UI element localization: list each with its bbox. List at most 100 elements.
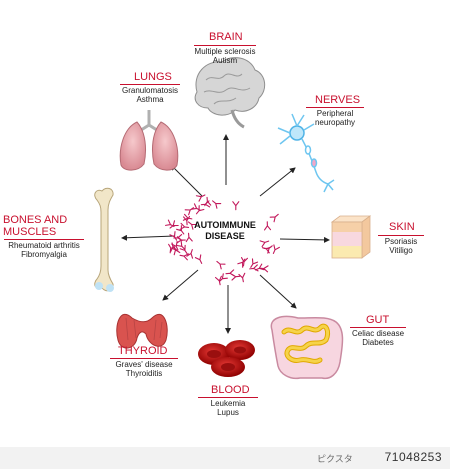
brain-title: BRAIN xyxy=(209,31,243,43)
lungs-line-2: Asthma xyxy=(136,95,164,104)
antibody-icon xyxy=(232,201,240,211)
bones-description: Rheumatoid arthritis Fibromyalgia xyxy=(2,241,86,259)
antibody-icon xyxy=(169,231,178,241)
red-blood-cells-illustration xyxy=(198,340,255,377)
bones-rule xyxy=(4,239,84,240)
antibody-icon xyxy=(191,203,201,211)
lungs-title: LUNGS xyxy=(134,71,172,83)
thyroid-illustration xyxy=(116,313,168,349)
bones-title-line-1: BONES and xyxy=(3,214,68,226)
blood-title: BLOOD xyxy=(211,384,250,396)
skin-line-2: Vitiligo xyxy=(389,246,413,255)
blood-line-2: Lupus xyxy=(217,408,239,417)
antibody-icon xyxy=(212,200,222,209)
antibody-icon xyxy=(238,272,246,283)
antibody-icon xyxy=(179,253,190,261)
footer-strip xyxy=(0,447,450,469)
blood-line-1: Leukemia xyxy=(210,399,246,408)
stock-id: 71048253 xyxy=(384,450,442,464)
lungs-line-1: Granulomatosis xyxy=(121,86,179,95)
brain-rule xyxy=(194,45,256,46)
antibody-icon xyxy=(195,205,205,215)
nerves-line-2: neuropathy xyxy=(314,118,356,127)
arrow-skin xyxy=(279,236,330,243)
arrow-lungs xyxy=(170,164,203,197)
antibody-icon xyxy=(165,219,175,228)
antibody-icon xyxy=(237,258,246,268)
blood-rule xyxy=(198,397,258,398)
gut-line-1: Celiac disease xyxy=(351,329,405,338)
antibody-icon xyxy=(214,275,222,286)
antibody-icon xyxy=(195,194,206,202)
thyroid-description: Graves' disease Thyroiditis xyxy=(108,360,180,378)
antibody-icon xyxy=(171,240,179,251)
center-label: AUTOIMMUNE DISEASE xyxy=(180,220,270,242)
antibody-icon xyxy=(204,196,212,207)
antibody-icon xyxy=(259,265,269,273)
antibody-icon xyxy=(261,246,272,254)
antibody-icon xyxy=(263,221,272,231)
antibody-icon xyxy=(187,221,198,230)
antibody-icon xyxy=(168,243,176,254)
antibody-cluster xyxy=(165,194,280,286)
skin-line-1: Psoriasis xyxy=(384,237,418,246)
arrow-nerves xyxy=(259,167,296,197)
nerves-title: NERVES xyxy=(315,94,361,106)
antibody-icon xyxy=(272,244,280,255)
antibody-icon xyxy=(225,269,235,277)
antibody-icon xyxy=(250,258,259,268)
antibody-icon xyxy=(184,207,195,216)
antibody-icon xyxy=(240,257,249,267)
antibody-icon xyxy=(216,260,226,270)
bones-title-line-2: MUSCLES xyxy=(3,226,57,238)
antibody-icon xyxy=(179,244,188,255)
blood-description: Leukemia Lupus xyxy=(198,399,258,417)
thyroid-line-2: Thyroiditis xyxy=(125,369,163,378)
nerves-line-1: Peripheral xyxy=(316,109,354,118)
nerve-cell-illustration xyxy=(277,113,335,193)
thyroid-rule xyxy=(110,358,178,359)
antibody-icon xyxy=(176,225,185,235)
nerves-rule xyxy=(306,107,364,108)
gut-title: GUT xyxy=(366,314,390,326)
bone-illustration xyxy=(94,187,114,292)
antibody-icon xyxy=(218,273,228,282)
antibody-icon xyxy=(186,249,194,259)
gut-description: Celiac disease Diabetes xyxy=(348,329,408,347)
gut-rule xyxy=(350,327,406,328)
skin-layers-illustration xyxy=(330,215,372,259)
antibody-icon xyxy=(176,240,186,250)
antibody-icon xyxy=(176,236,186,244)
brain-line-2: Autism xyxy=(212,56,238,65)
thyroid-title: THYROID xyxy=(118,345,168,357)
lungs-illustration xyxy=(119,110,179,171)
antibody-icon xyxy=(182,215,191,226)
antibody-icon xyxy=(230,273,241,281)
lungs-rule xyxy=(120,84,180,85)
bones-title: BONES and MUSCLES xyxy=(3,214,67,238)
arrow-gut xyxy=(259,274,297,309)
antibody-icon xyxy=(259,240,270,248)
arrow-bones xyxy=(121,234,176,241)
antibody-icon xyxy=(269,213,279,223)
antibody-icon xyxy=(194,254,203,264)
thyroid-line-1: Graves' disease xyxy=(115,360,173,369)
bones-line-2: Fibromyalgia xyxy=(21,250,67,259)
skin-description: Psoriasis Vitiligo xyxy=(378,237,424,255)
arrows xyxy=(121,134,330,334)
skin-title: SKIN xyxy=(389,221,415,233)
center-label-line-1: AUTOIMMUNE xyxy=(194,220,256,230)
brain-description: Multiple sclerosis Autism xyxy=(192,47,258,65)
skin-rule xyxy=(378,235,424,236)
arrow-thyroid xyxy=(162,269,199,301)
center-label-line-2: DISEASE xyxy=(205,231,245,241)
lungs-description: Granulomatosis Asthma xyxy=(118,86,182,104)
gut-illustration xyxy=(270,315,344,380)
gut-line-2: Diabetes xyxy=(362,338,394,347)
stock-brand-logo: ピクスタ xyxy=(317,454,353,464)
brain-line-1: Multiple sclerosis xyxy=(194,47,256,56)
brain-illustration xyxy=(194,57,266,129)
antibody-icon xyxy=(249,264,259,272)
bones-line-1: Rheumatoid arthritis xyxy=(8,241,80,250)
